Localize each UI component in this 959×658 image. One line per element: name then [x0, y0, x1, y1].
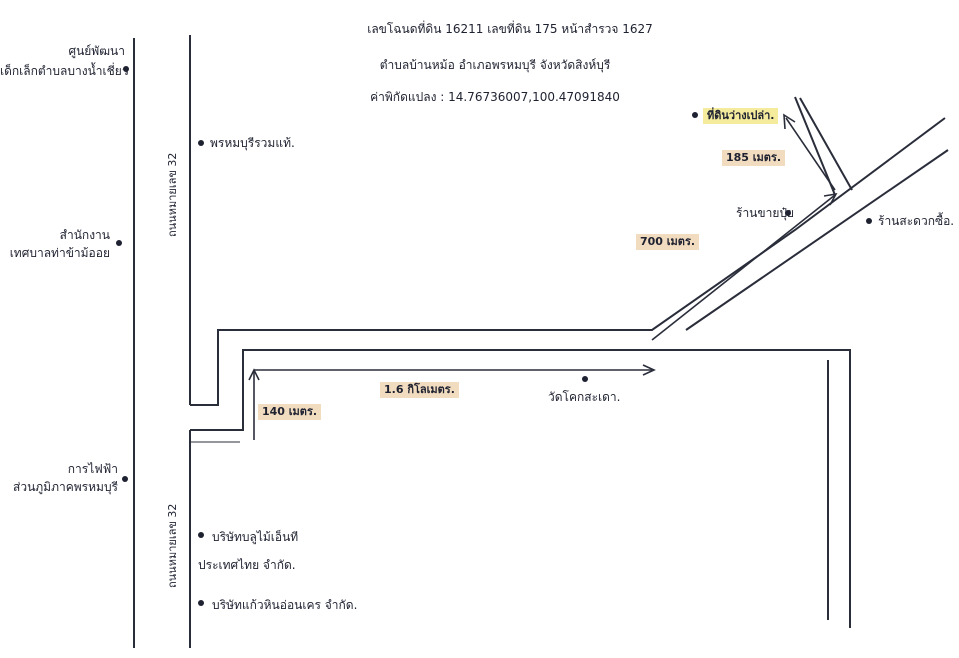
distance-140: 140 เมตร. — [258, 404, 322, 420]
police-marker — [198, 140, 204, 146]
header-location: ตำบลบ้านหม้อ อำเภอพรหมบุรี จังหวัดสิงห์บ… — [379, 58, 611, 72]
distance-185: 185 เมตร. — [722, 150, 786, 166]
land-plot-marker — [692, 112, 698, 118]
lane-right-edge — [799, 97, 853, 191]
child-center-marker — [123, 66, 129, 72]
grocery-shop-marker — [866, 218, 872, 224]
police-label: พรหมบุรีรวมแท้. — [210, 136, 295, 150]
route-arrow-1600-head — [642, 364, 656, 376]
child-center-label-1: ศูนย์พัฒนา — [68, 44, 125, 58]
distance-1600: 1.6 กิโลเมตร. — [380, 382, 459, 398]
lane-left-edge — [794, 96, 836, 196]
pea-marker — [122, 476, 128, 482]
company1-label-2: ประเทศไทย จำกัด. — [198, 558, 296, 572]
pea-label-1: การไฟฟ้า — [67, 462, 118, 476]
child-center-label-2: เด็กเล็กตำบลบางน้ำเชี่ยว — [0, 64, 129, 78]
pea-label-2: ส่วนภูมิภาคพรหมบุรี — [13, 480, 118, 494]
municipality-label-1: สำนักงาน — [59, 228, 110, 242]
highway-label-lower: ถนนหมายเลข 32 — [166, 503, 179, 588]
land-plot-label: ที่ดินว่างเปล่า. — [703, 108, 779, 124]
route-arrows — [248, 113, 838, 440]
company1-label-1: บริษัทบลูไม้เอ็นที — [212, 530, 299, 544]
temple-label: วัดโคกสะเดา. — [548, 390, 621, 404]
route-arrow-185 — [785, 117, 836, 191]
highway-label-upper: ถนนหมายเลข 32 — [166, 152, 179, 237]
soi-road-inner — [190, 349, 851, 628]
soi-road-branch — [685, 149, 949, 331]
municipality-label-2: เทศบาลท่าข้าม้ออย — [9, 246, 110, 260]
distance-700: 700 เมตร. — [636, 234, 700, 250]
route-arrow-700 — [651, 194, 836, 341]
temple-marker — [582, 376, 588, 382]
route-arrow-185-head — [783, 113, 796, 130]
header-coordinates: ค่าพิกัดแปลง : 14.7673600​7,100.47091840 — [370, 90, 620, 104]
company2-marker — [198, 600, 204, 606]
fertilizer-shop-marker — [785, 210, 791, 216]
soi-road-outer — [190, 117, 946, 406]
company1-marker — [198, 532, 204, 538]
fertilizer-shop-label: ร้านขายปุ๋ย — [736, 206, 795, 220]
municipality-marker — [116, 240, 122, 246]
route-arrow-700-head — [823, 192, 838, 206]
header-land-title: เลขโฉนดที่ดิน 16211 เลขที่ดิน 175 หน้าสำ… — [367, 22, 653, 36]
company2-label: บริษัทแก้วหินอ่อนเคร จำกัด. — [212, 598, 358, 612]
grocery-shop-label: ร้านสะดวกซื้อ. — [878, 214, 955, 228]
